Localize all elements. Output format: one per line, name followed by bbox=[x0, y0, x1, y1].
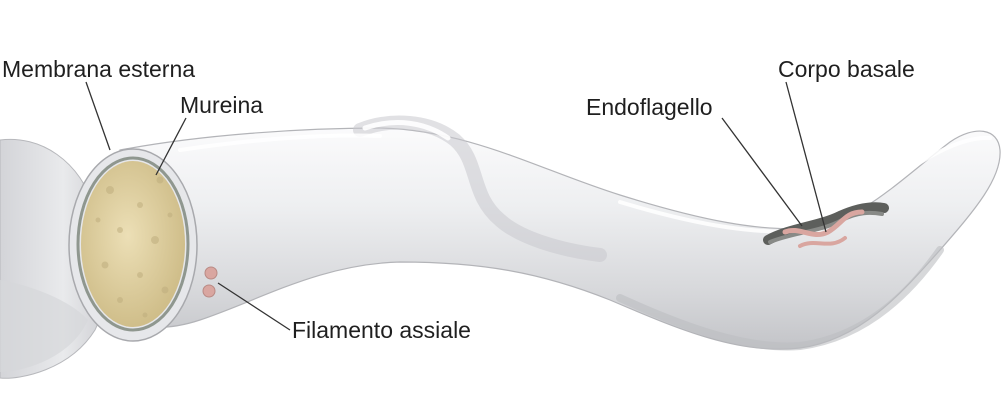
cell-body bbox=[119, 127, 1001, 350]
leader-endoflagellum bbox=[721, 117, 803, 227]
leader-axial-filament bbox=[217, 282, 291, 331]
label-outer-membrane: Membrana esterna bbox=[2, 56, 196, 82]
label-endoflagellum: Endoflagello bbox=[586, 94, 713, 120]
cytoplasm bbox=[81, 161, 185, 327]
tail-shadow bbox=[616, 246, 944, 351]
axial-filament-fibril-2 bbox=[202, 284, 216, 298]
body-left-lower bbox=[0, 280, 88, 372]
leader-lines bbox=[85, 81, 827, 331]
label-axial-filament: Filamento assiale bbox=[292, 317, 471, 343]
endoflagellum-bundle bbox=[763, 202, 889, 248]
leader-murein bbox=[155, 117, 187, 176]
murein-layer bbox=[76, 156, 190, 332]
cytoplasm-texture bbox=[95, 176, 173, 318]
axial-filament-fibril-1 bbox=[204, 266, 218, 280]
endoflagellum-filament bbox=[782, 209, 865, 238]
body-twist-highlight bbox=[362, 120, 451, 141]
label-basal-body: Corpo basale bbox=[778, 56, 915, 82]
leader-basal-body bbox=[785, 81, 827, 233]
label-murein: Mureina bbox=[180, 92, 264, 118]
leader-outer-membrane bbox=[85, 81, 111, 151]
